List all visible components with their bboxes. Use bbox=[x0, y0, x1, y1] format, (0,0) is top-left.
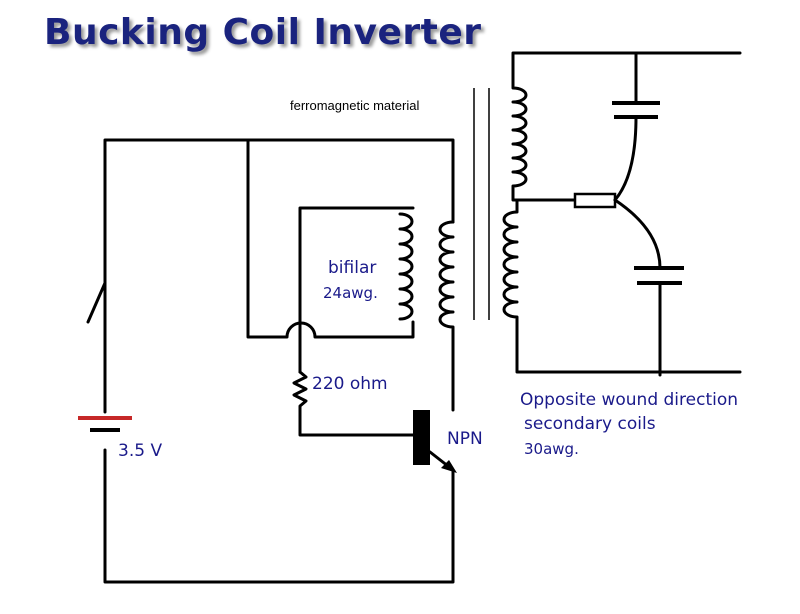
switch-blade bbox=[86, 281, 107, 324]
cap-upper-lead-bottom bbox=[613, 115, 638, 202]
wire-top bbox=[103, 138, 455, 414]
secondary-label-line2: secondary coils bbox=[524, 414, 656, 434]
ferromagnetic-label: ferromagnetic material bbox=[290, 98, 420, 113]
secondary-gauge-label: 30awg. bbox=[524, 440, 579, 458]
secondary-coil-lower bbox=[502, 198, 742, 374]
resistor-zigzag bbox=[292, 370, 417, 437]
bifilar-coil bbox=[398, 212, 414, 321]
battery-label: 3.5 V bbox=[118, 441, 163, 461]
diagram-title: Bucking Coil Inverter bbox=[44, 12, 482, 53]
wire-left-bottom bbox=[103, 448, 455, 584]
bifilar-label: bifilar bbox=[328, 258, 377, 278]
primary-coil bbox=[438, 220, 455, 412]
wire-bifilar-top bbox=[298, 206, 415, 374]
secondary-coil-upper bbox=[511, 51, 742, 202]
bifilar-gauge-label: 24awg. bbox=[323, 284, 378, 302]
resistor-label: 220 ohm bbox=[312, 374, 388, 394]
wire-inner-loop bbox=[246, 138, 415, 339]
npn-transistor-body bbox=[413, 410, 430, 465]
center-component bbox=[573, 192, 617, 209]
cap-lower-lead-top bbox=[613, 198, 662, 270]
secondary-label-line1: Opposite wound direction bbox=[520, 390, 739, 410]
transistor-label: NPN bbox=[447, 429, 483, 449]
emitter-arrow bbox=[441, 460, 457, 473]
